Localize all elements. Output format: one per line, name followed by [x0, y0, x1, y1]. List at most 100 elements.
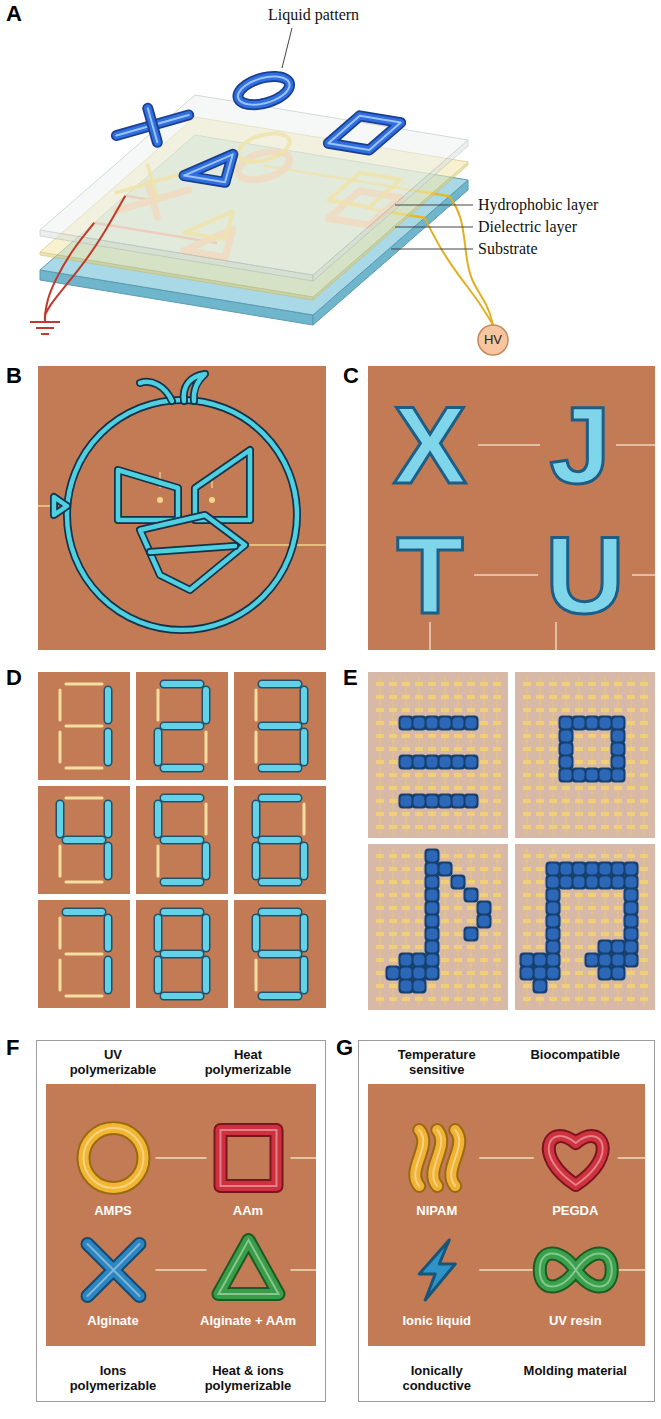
ground-symbol	[30, 315, 60, 334]
wave-gel	[415, 1130, 459, 1186]
liquid-outline	[54, 497, 67, 515]
electrode-wire	[496, 676, 497, 834]
droplet	[464, 716, 479, 731]
material-label: NIPAM	[372, 1203, 502, 1218]
hv-wire	[449, 196, 493, 325]
electrode-pad	[601, 854, 609, 858]
eye-dot	[209, 497, 215, 503]
droplet	[574, 718, 585, 729]
electrode-pad	[415, 786, 423, 790]
electrode-pad	[415, 747, 423, 751]
droplet	[600, 955, 611, 966]
electrode-pad	[640, 971, 648, 975]
electrode-wire	[526, 676, 527, 834]
liquid-segment	[105, 732, 111, 762]
electrode-pad	[562, 906, 570, 910]
droplet	[464, 794, 479, 809]
electrode-pad	[389, 760, 397, 764]
electrode-pad	[614, 854, 622, 858]
droplet	[598, 953, 613, 968]
liquid-segment	[57, 804, 63, 834]
liquid-segment-outline	[252, 918, 261, 948]
droplet	[598, 966, 613, 981]
droplet	[399, 953, 414, 968]
electrode-pad	[480, 734, 488, 738]
property-label: Molding material	[523, 1363, 627, 1378]
electrode-pad	[523, 812, 531, 816]
droplet	[613, 955, 624, 966]
droplet	[548, 864, 559, 875]
electrode-pad	[389, 734, 397, 738]
electrode-pad	[376, 867, 384, 871]
droplet	[425, 940, 440, 955]
electrode-pad	[454, 919, 462, 923]
droplet	[587, 718, 598, 729]
liquid-segment	[262, 951, 298, 957]
liquid-segment-outline	[104, 732, 113, 762]
electrode-pad	[467, 867, 475, 871]
electrode-pad	[549, 682, 557, 686]
liquid-segment	[262, 837, 298, 843]
droplet	[412, 794, 427, 809]
droplet	[613, 718, 624, 729]
liquid-segment	[203, 960, 209, 990]
electrode-pad	[376, 786, 384, 790]
material-photos	[46, 1084, 645, 1346]
droplet	[585, 862, 600, 877]
droplet	[535, 955, 546, 966]
droplet	[561, 731, 572, 742]
liquid-segment	[301, 690, 307, 720]
liquid-segment	[164, 765, 200, 771]
liquid-segment	[253, 846, 259, 876]
electrode-pad	[523, 945, 531, 949]
liquid-outline	[118, 470, 178, 520]
electrode-wire	[578, 676, 579, 834]
droplet	[587, 955, 598, 966]
electrode-pad	[640, 773, 648, 777]
droplet	[414, 757, 425, 768]
electrode-pad	[493, 708, 501, 712]
liquid-segment-outline	[252, 804, 261, 834]
electrode-pad	[536, 773, 544, 777]
electrode-pad	[415, 997, 423, 1001]
droplet	[613, 731, 624, 742]
electrode-wire	[496, 848, 497, 1006]
liquid-segment-outline	[104, 690, 113, 720]
electrode-pad	[523, 760, 531, 764]
electrode-pad	[601, 919, 609, 923]
liquid-segment	[164, 681, 200, 687]
liquid-pattern	[148, 108, 158, 142]
electrode-pad	[493, 906, 501, 910]
electrode-pad	[441, 812, 449, 816]
electrode-pad	[575, 734, 583, 738]
electrode-pad	[415, 906, 423, 910]
liquid-segment-outline	[164, 680, 200, 689]
cross-gel	[88, 1244, 140, 1296]
liquid-segment	[66, 837, 102, 843]
electrode-segment	[66, 797, 102, 800]
droplet	[427, 851, 438, 862]
electrode-pad	[627, 825, 635, 829]
electrode-pad	[467, 708, 475, 712]
electrode-pad	[523, 932, 531, 936]
electrode-pad	[523, 721, 531, 725]
electrode-pad	[376, 773, 384, 777]
electrode-pad	[402, 825, 410, 829]
electrode-pad	[467, 880, 475, 884]
chip-photo	[136, 900, 228, 1008]
electrode-pad	[402, 997, 410, 1001]
liquid-segment-outline	[104, 918, 113, 948]
electrode-pad	[614, 919, 622, 923]
electrode-pad	[588, 945, 596, 949]
electrode-segment	[66, 881, 102, 884]
liquid-outline	[140, 515, 245, 590]
liquid-segment	[105, 918, 111, 948]
droplet	[572, 875, 587, 890]
droplet	[399, 716, 414, 731]
electrode-pad	[627, 997, 635, 1001]
electrode-pad	[588, 997, 596, 1001]
liquid-segment	[105, 804, 111, 834]
droplet	[533, 953, 548, 968]
electrode-pad	[467, 854, 475, 858]
ring-gel-outline	[84, 1128, 144, 1188]
